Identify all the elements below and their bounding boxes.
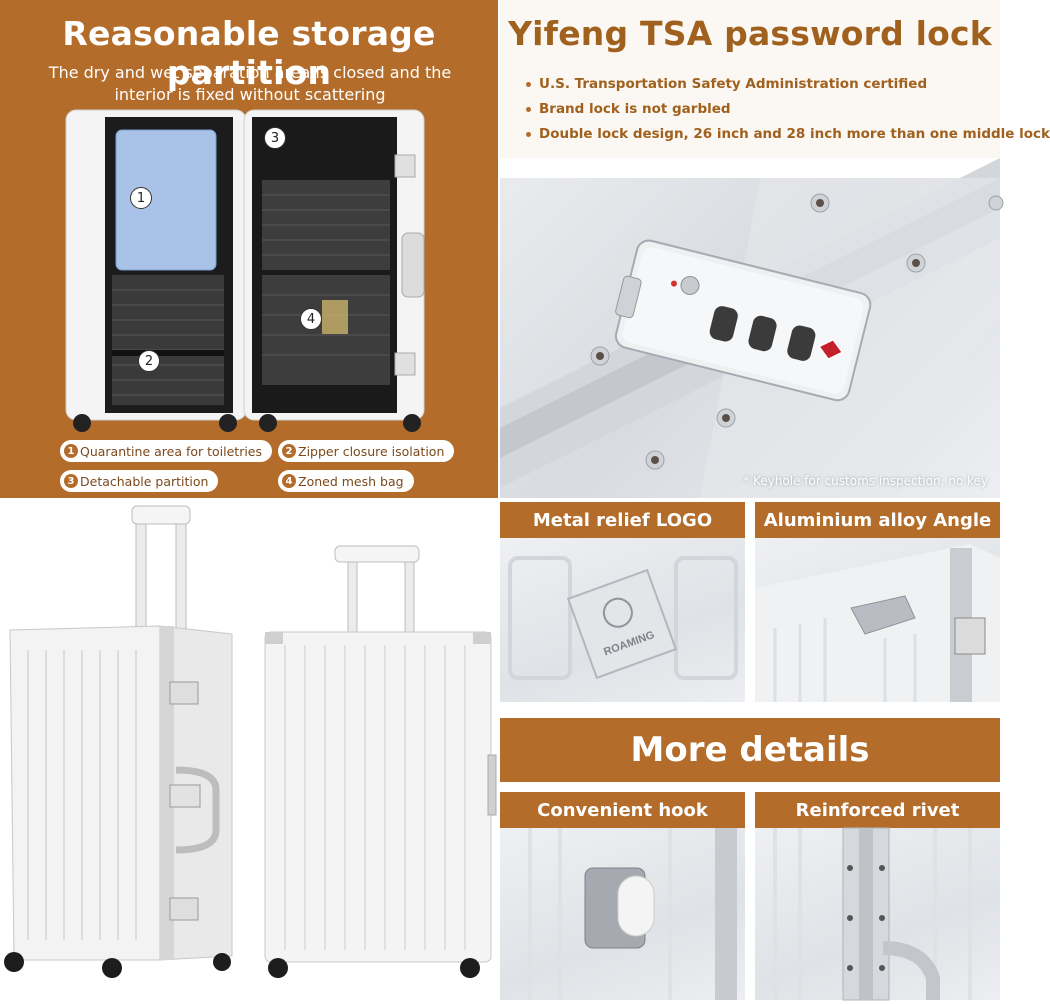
marker-1: 1: [130, 187, 152, 209]
more-details-banner: More details: [500, 718, 1000, 782]
storage-partition-panel: Reasonable storage partition The dry and…: [0, 0, 498, 498]
feature-number: 2: [282, 444, 296, 458]
lock-illustration: [500, 158, 1004, 498]
tsa-bullet-list: U.S. Transportation Safety Administratio…: [526, 72, 1050, 147]
bullet-dot-icon: [526, 81, 531, 87]
logo-detail-header: Metal relief LOGO: [500, 502, 745, 538]
open-suitcase-illustration: [65, 109, 425, 432]
feature-label: Quarantine area for toiletries: [80, 443, 263, 459]
storage-title: Reasonable storage partition: [62, 14, 436, 92]
metal-logo-illustration: ROAMING: [508, 556, 738, 680]
feature-label: Detachable partition: [80, 473, 209, 489]
marker-3: 3: [264, 127, 286, 149]
rivet-detail-header: Reinforced rivet: [755, 792, 1000, 828]
bullet-text: Double lock design, 26 inch and 28 inch …: [539, 126, 1050, 142]
feature-number: 3: [64, 474, 78, 488]
lock-caption: * Keyhole for customs inspection, no key: [743, 474, 988, 488]
bullet-dot-icon: [526, 106, 531, 112]
bullet-text: Brand lock is not garbled: [539, 101, 731, 117]
feature-number: 4: [282, 474, 296, 488]
tsa-title: Yifeng TSA password lock: [508, 14, 992, 53]
tsa-lock-header: Yifeng TSA password lock U.S. Transporta…: [500, 0, 1050, 158]
feature-label: Zoned mesh bag: [298, 473, 404, 489]
hook-illustration: [528, 828, 737, 1000]
feature-pill: 2 Zipper closure isolation: [278, 440, 455, 462]
rivet-detail-photo: [755, 827, 1000, 1001]
marker-4: 4: [300, 308, 322, 330]
hook-detail-header: Convenient hook: [500, 792, 745, 828]
feature-number: 1: [64, 444, 78, 458]
suitcase-illustration: [4, 505, 497, 978]
storage-subtitle: The dry and wet separation area is close…: [48, 63, 452, 104]
marker-2: 2: [138, 350, 160, 372]
tsa-lock-photo: * Keyhole for customs inspection, no key: [500, 158, 1004, 498]
bullet-item: Brand lock is not garbled: [526, 97, 1050, 122]
feature-pill: 1 Quarantine area for toiletries: [60, 440, 273, 462]
hook-detail-photo: [500, 828, 745, 1000]
bullet-item: U.S. Transportation Safety Administratio…: [526, 72, 1050, 97]
bullet-dot-icon: [526, 131, 531, 137]
logo-detail-photo: ROAMING: [500, 538, 745, 702]
bullet-text: U.S. Transportation Safety Administratio…: [539, 76, 928, 92]
suitcase-views-panel: [0, 500, 498, 1000]
feature-pill: 4 Zoned mesh bag: [278, 470, 414, 492]
rivet-illustration: [773, 827, 972, 1001]
feature-label: Zipper closure isolation: [298, 443, 445, 459]
feature-pill: 3 Detachable partition: [60, 470, 219, 492]
aluminium-corner-illustration: [755, 544, 1000, 702]
angle-detail-header: Aluminium alloy Angle: [755, 502, 1000, 538]
bullet-item: Double lock design, 26 inch and 28 inch …: [526, 122, 1050, 147]
angle-detail-photo: [755, 538, 1000, 702]
